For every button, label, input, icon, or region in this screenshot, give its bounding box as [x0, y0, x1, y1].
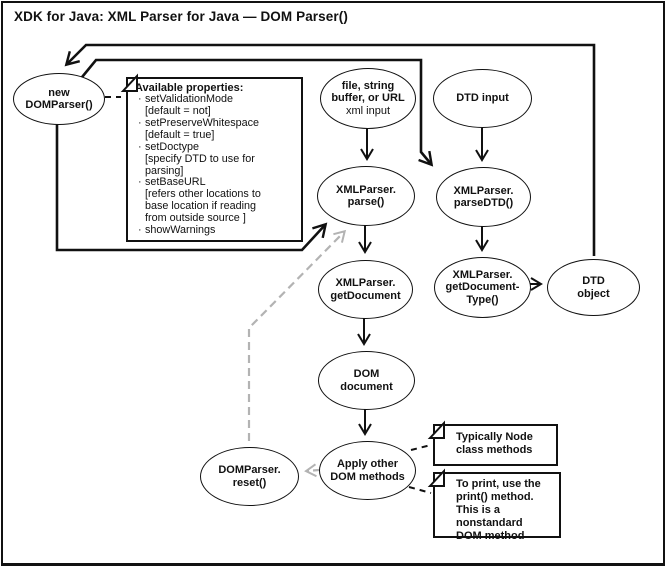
node-xmlparser-getdocumenttype: XMLParser. getDocument- Type(): [434, 257, 531, 318]
bullet-icon: ·: [138, 176, 142, 189]
property-name: setPreserveWhitespace: [145, 117, 260, 130]
node-label: Apply other DOM methods: [330, 458, 405, 483]
node-dom-document: DOM document: [318, 351, 415, 410]
node-label: new DOMParser(): [25, 86, 93, 111]
node-label: XMLParser. getDocument: [330, 277, 401, 302]
node-label: DOMParser. reset(): [218, 464, 281, 489]
dogear-icon: [427, 420, 445, 439]
property-detail: [refers other locations to base location…: [145, 188, 261, 225]
dogear-icon: [120, 73, 138, 92]
edge-dtdobject-to-newdomparser: [64, 43, 596, 256]
connector-apply-printnote: [408, 486, 432, 494]
node-dtd-input: DTD input: [433, 69, 532, 128]
node-label: DOM document: [340, 368, 393, 393]
node-label: DTD input: [456, 92, 509, 105]
connector-apply-nodemethods: [410, 444, 432, 451]
node-new-domparser: new DOMParser(): [13, 73, 105, 125]
edge-reset-to-parse-dashed: [247, 229, 347, 441]
node-label: XMLParser. getDocument- Type(): [445, 268, 520, 306]
property-item: ·setValidationMode [default = not]: [135, 93, 296, 118]
node-sublabel: xml input: [345, 104, 391, 117]
edge-newdomparser-to-parsedtd: [76, 58, 434, 167]
property-name: showWarnings: [145, 223, 216, 236]
properties-note: Available properties: ·setValidationMode…: [120, 73, 303, 242]
bullet-icon: ·: [138, 117, 142, 130]
bullet-icon: ·: [138, 140, 142, 153]
node-methods-note: Typically Node class methods: [427, 420, 558, 466]
property-item: ·setPreserveWhitespace [default = true]: [135, 117, 296, 142]
property-detail: [specify DTD to use for parsing]: [145, 152, 255, 177]
note-text: Typically Node class methods: [456, 431, 533, 456]
property-name: setValidationMode: [145, 93, 234, 106]
property-detail: [default = true]: [145, 128, 215, 141]
property-item: ·setBaseURL [refers other locations to b…: [135, 176, 296, 225]
edge-apply-to-reset-dashed: [304, 463, 320, 478]
node-label: file, string buffer, or URL: [331, 80, 405, 105]
node-label: XMLParser. parseDTD(): [453, 184, 514, 209]
node-file-input: file, string buffer, or URL xml input: [320, 68, 416, 129]
diagram-title: XDK for Java: XML Parser for Java — DOM …: [14, 9, 348, 24]
bullet-icon: ·: [138, 223, 142, 236]
node-xmlparser-parsedtd: XMLParser. parseDTD(): [436, 167, 531, 227]
node-xmlparser-parse: XMLParser. parse(): [317, 166, 415, 226]
node-dtd-object: DTD object: [547, 259, 640, 316]
node-label: DTD object: [577, 275, 610, 300]
property-detail: [default = not]: [145, 105, 211, 118]
property-name: setDoctype: [145, 140, 200, 153]
node-apply-dom-methods: Apply other DOM methods: [319, 441, 416, 500]
dogear-icon: [427, 468, 445, 487]
edge-newdomparser-to-parse: [55, 121, 328, 252]
node-domparser-reset: DOMParser. reset(): [200, 447, 299, 506]
bullet-icon: ·: [138, 93, 142, 106]
properties-header: Available properties:: [135, 82, 244, 94]
print-note: To print, use the print() method. This i…: [427, 468, 561, 542]
property-item: ·showWarnings: [135, 223, 296, 237]
node-label: XMLParser. parse(): [336, 183, 396, 208]
node-xmlparser-getdocument: XMLParser. getDocument: [318, 260, 413, 319]
note-text: To print, use the print() method. This i…: [456, 478, 541, 542]
property-name: setBaseURL: [145, 176, 206, 189]
property-item: ·setDoctype [specify DTD to use for pars…: [135, 140, 296, 178]
